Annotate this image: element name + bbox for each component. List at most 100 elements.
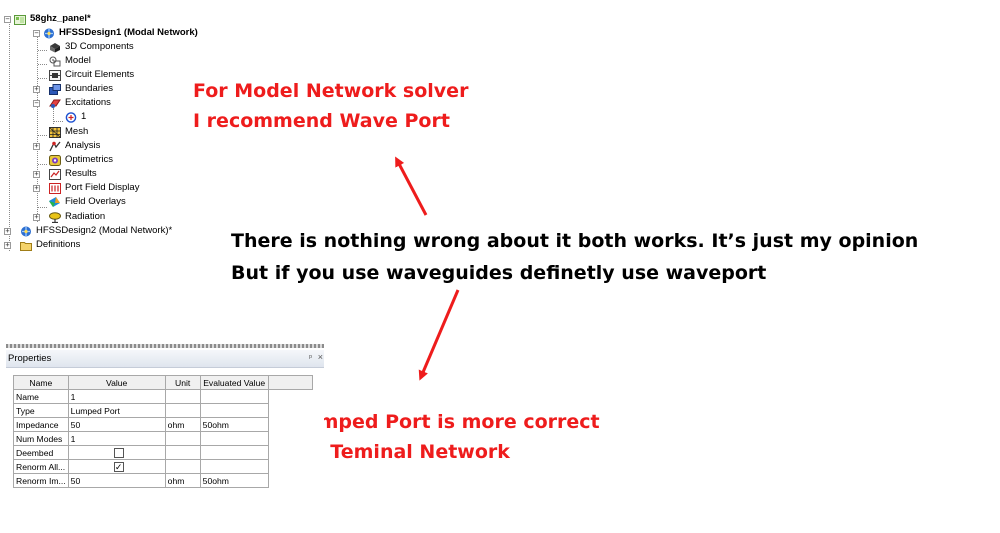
property-name: Impedance [13, 417, 69, 432]
tree-guide-line [38, 64, 47, 65]
tree-item-label: Radiation [65, 211, 106, 222]
property-unit: ohm [164, 417, 201, 432]
model-icon [49, 56, 61, 67]
tree-item-field-overlays[interactable]: Field Overlays [49, 195, 126, 209]
property-name: Renorm All... [13, 459, 69, 474]
renorm-all-checkbox[interactable]: ✓ [113, 461, 124, 472]
row-filler [268, 474, 312, 488]
tree-guide-line [38, 207, 47, 208]
property-value[interactable]: 50 [67, 417, 166, 432]
tree-item-radiation[interactable]: + Radiation [33, 210, 105, 224]
field-overlays-icon [49, 196, 61, 208]
tree-item-label: Definitions [36, 239, 81, 250]
tree-item-boundaries[interactable]: + Boundaries [33, 82, 113, 96]
tree-item-optimetrics[interactable]: Optimetrics [49, 153, 113, 167]
radiation-icon [49, 211, 61, 223]
tree-item-label: 3D Components [65, 41, 134, 52]
tree-guide-line [38, 78, 47, 79]
expand-toggle[interactable]: + [33, 184, 40, 192]
pin-icon[interactable]: ᵖ [308, 353, 312, 362]
row-filler [268, 432, 312, 446]
table-row[interactable]: Name 1 [13, 389, 313, 404]
arrow-up [395, 156, 428, 216]
expand-toggle[interactable]: + [33, 85, 40, 93]
tree-guide-line [37, 36, 38, 222]
deembed-checkbox[interactable] [113, 447, 124, 458]
tree-item-label: Mesh [65, 126, 89, 137]
property-unit [164, 459, 201, 474]
row-filler [268, 418, 312, 432]
tree-guide-line [53, 108, 54, 124]
note-line: I recommend Wave Port [193, 110, 450, 132]
tree-item-label: HFSSDesign1 (Modal Network) [59, 27, 198, 38]
collapse-toggle[interactable]: − [33, 29, 40, 37]
tree-item-hfss-design1[interactable]: − HFSSDesign1 (Modal Network) [33, 26, 198, 40]
tree-item-hfss-design2[interactable]: + HFSSDesign2 (Modal Network)* [4, 224, 172, 238]
properties-panel: Properties ᵖ × Name Value Unit Evaluated… [6, 344, 324, 514]
tree-item-excitations[interactable]: − Excitations [33, 96, 111, 110]
tree-guide-line [38, 164, 47, 165]
property-value[interactable]: Lumped Port [67, 403, 166, 418]
mesh-icon [49, 126, 61, 138]
tree-item-label: Model [65, 55, 91, 66]
tree-item-label: Analysis [65, 140, 101, 151]
tree-item-label: Circuit Elements [65, 69, 135, 80]
note-line: There is nothing wrong about it both wor… [231, 230, 919, 252]
expand-toggle[interactable]: + [33, 142, 40, 150]
tree-item-label: 1 [81, 111, 87, 122]
property-value[interactable]: 1 [67, 389, 166, 404]
expand-toggle[interactable]: + [33, 213, 40, 221]
table-row[interactable]: Deembed [13, 445, 313, 460]
column-header-empty [267, 375, 313, 390]
column-header-value[interactable]: Value [67, 375, 166, 390]
port-icon [65, 111, 77, 123]
property-unit [164, 445, 201, 460]
properties-header: Properties ᵖ × [6, 350, 324, 368]
tree-item-label: Optimetrics [65, 154, 114, 165]
property-value[interactable] [67, 445, 166, 460]
tree-item-label: Excitations [65, 97, 111, 108]
collapse-toggle[interactable]: − [33, 99, 40, 107]
table-row[interactable]: Num Modes 1 [13, 431, 313, 446]
tree-item-circuit-elements[interactable]: Circuit Elements [49, 68, 134, 82]
property-value[interactable]: ✓ [67, 459, 166, 474]
tree-item-3d-components[interactable]: 3D Components [49, 40, 134, 54]
column-header-evaluated-value[interactable]: Evaluated Value [199, 375, 269, 390]
property-unit [164, 403, 201, 418]
tree-item-port-field-display[interactable]: + Port Field Display [33, 181, 139, 195]
tree-item-label: Results [65, 168, 97, 179]
expand-toggle[interactable]: + [4, 227, 11, 235]
column-header-name[interactable]: Name [13, 375, 69, 390]
tree-item-analysis[interactable]: + Analysis [33, 139, 100, 153]
tree-item-results[interactable]: + Results [33, 167, 97, 181]
property-value[interactable]: 50 [67, 473, 166, 488]
hfss-design-icon [20, 226, 32, 237]
tree-item-mesh[interactable]: Mesh [49, 125, 88, 139]
properties-table: Name Value Unit Evaluated Value Name 1 T… [13, 375, 313, 488]
table-row[interactable]: Type Lumped Port [13, 403, 313, 418]
boundaries-icon [49, 83, 61, 95]
tree-guide-line [38, 50, 47, 51]
analysis-icon [49, 141, 61, 152]
column-header-unit[interactable]: Unit [164, 375, 201, 390]
table-row[interactable]: Impedance 50 ohm 50ohm [13, 417, 313, 432]
table-row[interactable]: Renorm All... ✓ [13, 459, 313, 474]
folder-icon [20, 240, 32, 251]
expand-toggle[interactable]: + [33, 170, 40, 178]
tree-item-project[interactable]: − 58ghz_panel* [4, 12, 91, 26]
expand-toggle[interactable]: + [4, 241, 11, 249]
close-icon[interactable]: × [317, 352, 323, 362]
row-filler [268, 404, 312, 418]
note-line: But if you use waveguides definetly use … [231, 262, 767, 284]
tree-item-model[interactable]: Model [49, 54, 91, 68]
tree-item-definitions[interactable]: + Definitions [4, 238, 81, 252]
tree-item-port-1[interactable]: 1 [65, 110, 86, 124]
table-row[interactable]: Renorm Im... 50 ohm 50ohm [13, 473, 313, 488]
collapse-toggle[interactable]: − [4, 15, 11, 23]
panel-splitter[interactable] [6, 344, 324, 348]
tree-item-label: Field Overlays [65, 196, 126, 207]
hfss-design-icon [43, 28, 55, 39]
table-header-row: Name Value Unit Evaluated Value [13, 375, 313, 390]
property-value[interactable]: 1 [67, 431, 166, 446]
row-filler [268, 390, 312, 404]
